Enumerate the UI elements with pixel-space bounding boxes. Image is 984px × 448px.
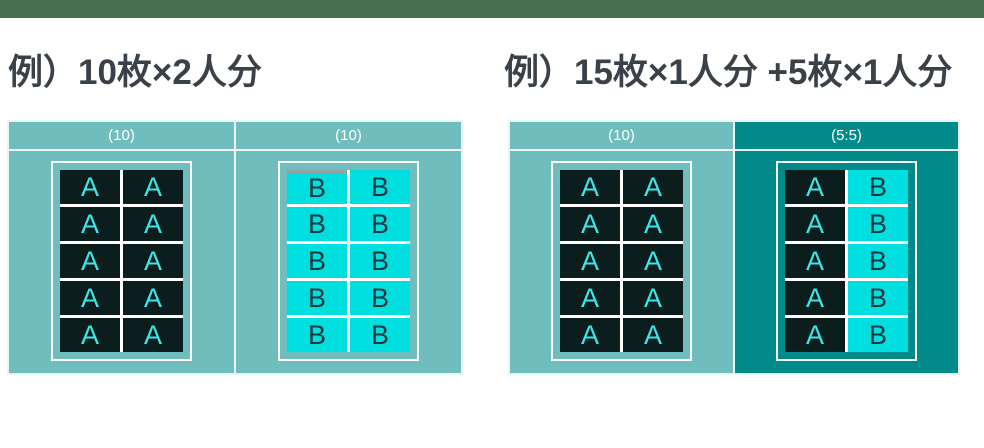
card-cell: A [123, 281, 183, 315]
card-cell: A [623, 170, 683, 204]
card-cell: A [560, 244, 620, 278]
card-cell: A [623, 281, 683, 315]
card-cell: B [350, 318, 410, 352]
card-cell: A [785, 170, 845, 204]
card-cell: B [350, 170, 410, 204]
card-cell: A [123, 170, 183, 204]
card-cell: B [287, 318, 347, 352]
card-cell: A [60, 207, 120, 241]
example-1-title: 例）10枚×2人分 [8, 53, 262, 92]
card-cell: A [785, 244, 845, 278]
card-cell: A [60, 170, 120, 204]
card-cell: B [350, 207, 410, 241]
card-cell: A [785, 281, 845, 315]
card-cell: A [123, 207, 183, 241]
card-cell: A [560, 207, 620, 241]
example-2-title: 例）15枚×1人分 +5枚×1人分 [504, 53, 953, 92]
panel-header: (10) [510, 122, 733, 151]
card-cell: B [848, 244, 908, 278]
top-accent-bar [0, 0, 984, 18]
card-cell: A [560, 281, 620, 315]
card-cell: A [623, 207, 683, 241]
card-cell: A [560, 318, 620, 352]
card-cell: B [848, 318, 908, 352]
card-cell: A [560, 170, 620, 204]
card-cell: A [785, 318, 845, 352]
card-cell: B [350, 281, 410, 315]
panel-header: (10) [236, 122, 461, 151]
card-cell: A [123, 244, 183, 278]
card-cell: B [848, 170, 908, 204]
panel-header: (5:5) [735, 122, 958, 151]
card-cell: B [287, 244, 347, 278]
card-cell: A [60, 244, 120, 278]
card-cell: A [60, 281, 120, 315]
card-cell: B [848, 207, 908, 241]
card-cell: A [623, 244, 683, 278]
card-cell: B [287, 207, 347, 241]
card-cell: B [848, 281, 908, 315]
panel-header: (10) [9, 122, 234, 151]
card-cell: B [350, 244, 410, 278]
card-cell: A [623, 318, 683, 352]
card-cell: B [287, 170, 347, 204]
card-cell: A [123, 318, 183, 352]
card-cell: A [785, 207, 845, 241]
card-cell: A [60, 318, 120, 352]
card-cell: B [287, 281, 347, 315]
